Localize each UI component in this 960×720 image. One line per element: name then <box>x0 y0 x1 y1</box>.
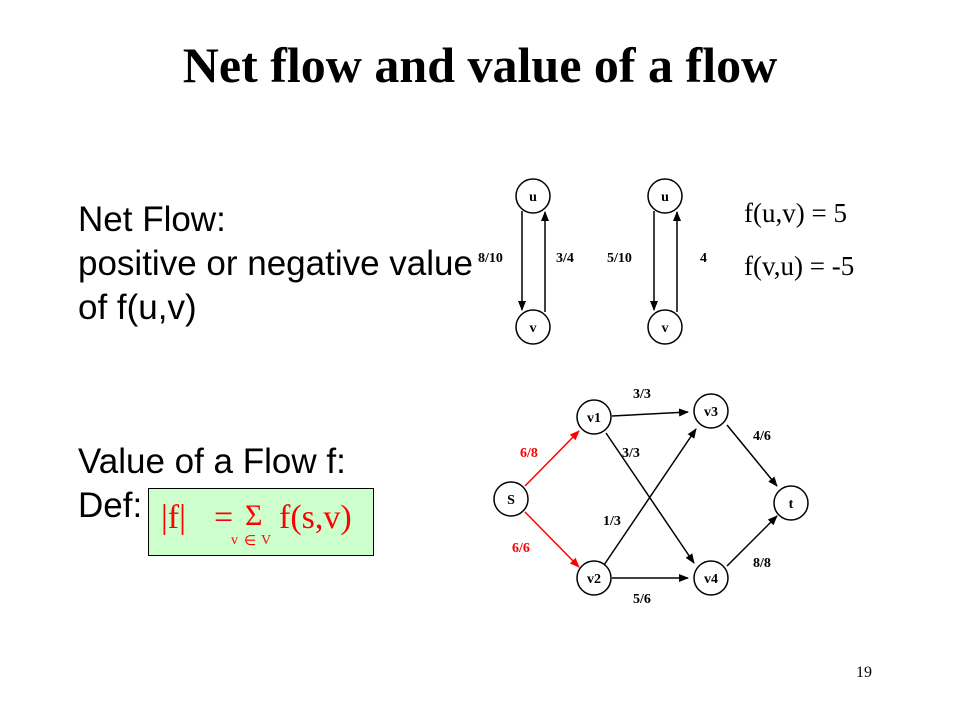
equation-fvu: f(v,u) = -5 <box>744 251 855 281</box>
node-s <box>493 481 529 517</box>
edge-v2-v3 <box>603 428 697 566</box>
value-flow-def: Def: <box>78 486 143 525</box>
pair2-node-u-label: u <box>661 190 669 205</box>
edge-v4-t-label: 8/8 <box>753 556 771 571</box>
node-t-label: t <box>789 497 794 512</box>
pair2-group: u v 5/10 4 <box>607 178 707 345</box>
edge-s-v2-label: 6/6 <box>512 541 530 556</box>
edge-s-v1-label: 6/8 <box>520 446 538 461</box>
formula-subscript-in: ∈ <box>244 534 257 549</box>
node-v4-label: v4 <box>704 572 718 587</box>
formula-subscript-v: v <box>231 533 238 548</box>
edge-v2-v4-label: 5/6 <box>633 592 651 607</box>
formula-box: |f| = Σ f(s,v) v ∈ V <box>148 488 374 556</box>
pair2-right-label: 4 <box>700 251 707 266</box>
pair2-node-v <box>647 309 683 345</box>
pair1-right-label: 3/4 <box>556 251 574 266</box>
node-v3-label: v3 <box>704 405 718 420</box>
pair1-node-v-label: v <box>530 321 537 336</box>
pair1-group: u v 8/10 3/4 <box>478 178 574 345</box>
edge-v4-t <box>726 515 778 567</box>
pair2-left-label: 5/10 <box>607 251 632 266</box>
node-t <box>773 485 809 521</box>
pair2-node-v-label: v <box>662 321 669 336</box>
formula-sigma: Σ <box>245 499 263 532</box>
edge-v2-v3-label: 1/3 <box>603 514 621 529</box>
net-flow-line-3: of f(u,v) <box>78 288 197 327</box>
node-v1 <box>576 399 612 435</box>
edge-s-v2 <box>524 511 580 568</box>
node-v4 <box>693 560 729 596</box>
node-v2-label: v2 <box>587 572 601 587</box>
formula-equals: = <box>214 499 234 536</box>
node-s-label: S <box>507 493 515 508</box>
pair1-left-label: 8/10 <box>478 251 503 266</box>
edge-v3-t <box>726 424 778 487</box>
edge-s-v1 <box>524 430 580 487</box>
edge-v3-t-label: 4/6 <box>753 429 771 444</box>
pair1-node-u <box>515 178 551 214</box>
pair2-node-u <box>647 178 683 214</box>
formula-rhs: f(s,v) <box>279 499 352 536</box>
value-flow-heading: Value of a Flow f: <box>78 442 346 481</box>
node-v3 <box>693 393 729 429</box>
edge-v1-v3-label: 3/3 <box>633 387 651 402</box>
node-v1-label: v1 <box>587 411 601 426</box>
net-flow-line-2: positive or negative value <box>78 244 473 283</box>
edge-v1-v3 <box>611 408 689 417</box>
node-v2 <box>576 560 612 596</box>
pair1-node-v <box>515 309 551 345</box>
page-number: 19 <box>856 664 872 681</box>
equation-fuv: f(u,v) = 5 <box>744 198 847 228</box>
pair1-node-u-label: u <box>529 190 537 205</box>
net-flow-heading: Net Flow: <box>78 200 226 239</box>
edge-v1-v4-label: 3/3 <box>622 446 640 461</box>
flow-network: S v1 v2 v3 v4 t 6/8 6/6 3/3 3/3 1/3 5/6 … <box>493 387 809 607</box>
page-title: Net flow and value of a flow <box>182 37 778 93</box>
formula-lhs: |f| <box>161 499 186 536</box>
formula-subscript-V: V <box>261 533 272 548</box>
